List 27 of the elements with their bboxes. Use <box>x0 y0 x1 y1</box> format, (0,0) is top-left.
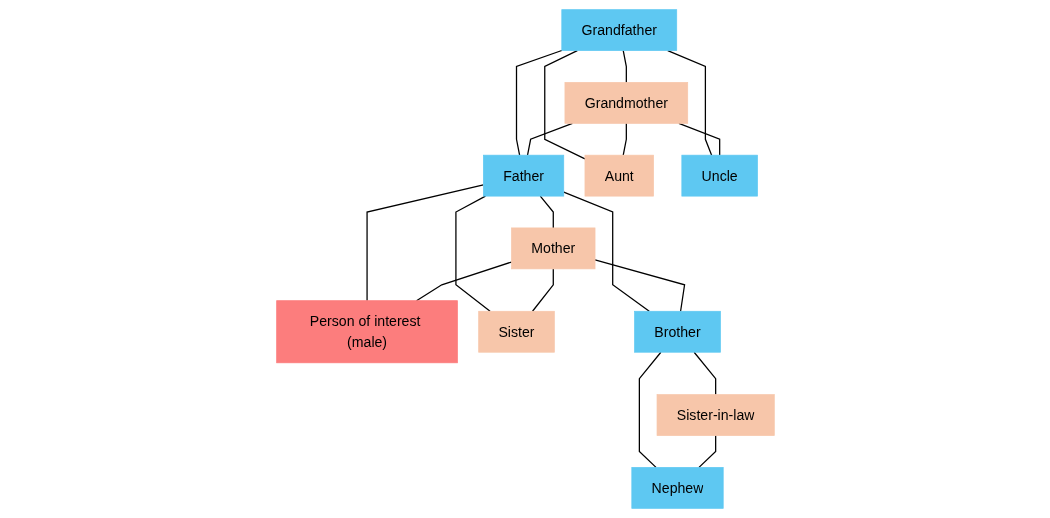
node-box: Father <box>482 154 564 197</box>
node-box: Grandmother <box>564 82 688 124</box>
connector <box>697 434 716 468</box>
connector <box>638 351 662 468</box>
connector <box>526 122 573 156</box>
connector <box>515 49 562 156</box>
connector <box>666 50 712 156</box>
connector <box>693 351 716 396</box>
connector <box>562 191 650 312</box>
connector <box>622 50 627 84</box>
node-box: Person of interest (male) <box>275 300 458 364</box>
node-box: Brother <box>633 310 721 353</box>
connector <box>543 50 586 160</box>
node-box: Nephew <box>630 467 724 509</box>
connector <box>415 261 512 302</box>
node-box: Sister <box>477 310 555 353</box>
node-box: Aunt <box>584 154 654 197</box>
connector <box>454 195 491 312</box>
node-box: Mother <box>510 227 595 270</box>
node-box: Uncle <box>681 154 758 197</box>
connector <box>531 268 554 312</box>
node-box: Sister-in-law <box>656 394 775 436</box>
connector <box>539 195 554 229</box>
node-box: Grandfather <box>560 9 677 51</box>
connector <box>622 122 627 156</box>
connector <box>365 184 484 302</box>
connector <box>593 259 685 312</box>
